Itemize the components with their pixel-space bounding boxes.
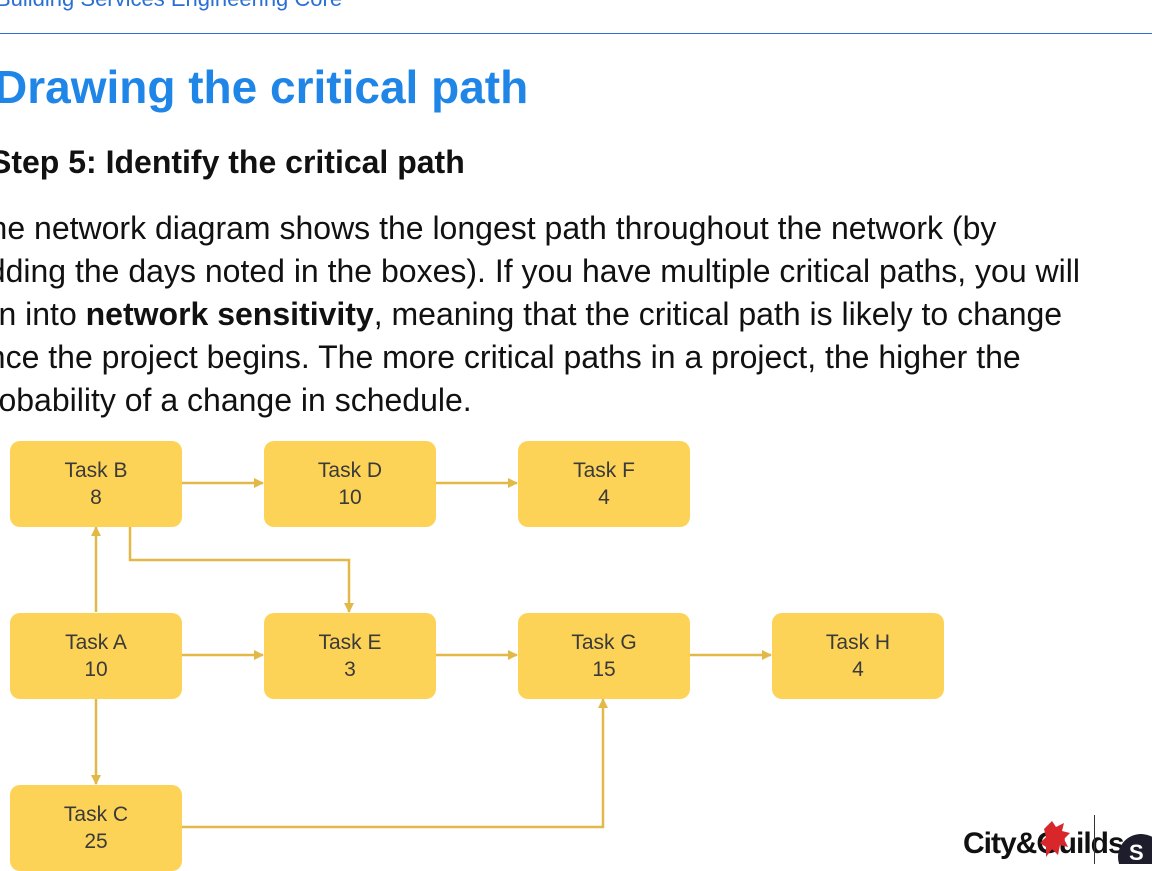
task-h-node: Task H 4 bbox=[772, 613, 944, 699]
task-h-name: Task H bbox=[825, 631, 891, 654]
task-c-name: Task C bbox=[63, 803, 129, 826]
task-a-name: Task A bbox=[65, 631, 127, 654]
task-g-days: 15 bbox=[592, 658, 616, 681]
task-f-name: Task F bbox=[573, 459, 635, 482]
task-e-node: Task E 3 bbox=[264, 613, 436, 699]
logo-divider bbox=[1094, 815, 1095, 864]
task-c-node: Task C 25 bbox=[10, 785, 182, 871]
task-e-name: Task E bbox=[318, 631, 382, 654]
body-line-5: probability of a change in schedule. bbox=[0, 382, 472, 418]
city-and-guilds-logo: City&Guilds S bbox=[955, 815, 1152, 864]
body-line-4: once the project begins. The more critic… bbox=[0, 339, 1021, 375]
task-h-days: 4 bbox=[852, 658, 864, 681]
step-heading: Step 5: Identify the critical path bbox=[0, 144, 465, 180]
header-divider bbox=[0, 33, 1152, 34]
body-paragraph: The network diagram shows the longest pa… bbox=[0, 207, 1152, 422]
task-d-name: Task D bbox=[317, 459, 383, 482]
task-g-name: Task G bbox=[571, 631, 637, 654]
task-f-node: Task F 4 bbox=[518, 441, 690, 527]
header-course-title: Building Services Engineering Core bbox=[0, 0, 342, 12]
slide-title: Drawing the critical path bbox=[0, 61, 529, 113]
task-a-node: Task A 10 bbox=[10, 613, 182, 699]
body-line-3-start: run into bbox=[0, 296, 77, 332]
task-c-days: 25 bbox=[84, 830, 108, 853]
dragon-icon bbox=[1040, 821, 1070, 857]
task-d-days: 10 bbox=[338, 486, 362, 509]
task-e-days: 3 bbox=[344, 658, 356, 681]
task-f-days: 4 bbox=[598, 486, 610, 509]
task-b-name: Task B bbox=[64, 459, 128, 482]
body-line-2: adding the days noted in the boxes). If … bbox=[0, 253, 1080, 289]
task-g-node: Task G 15 bbox=[518, 613, 690, 699]
body-line-3-end: , meaning that the critical path is like… bbox=[373, 296, 1063, 332]
arrow-b-to-e bbox=[128, 526, 354, 613]
task-a-days: 10 bbox=[84, 658, 108, 681]
body-line-1: The network diagram shows the longest pa… bbox=[0, 210, 997, 246]
task-b-days: 8 bbox=[90, 486, 102, 509]
arrow-c-to-g bbox=[181, 698, 608, 829]
task-d-node: Task D 10 bbox=[264, 441, 436, 527]
body-line-3: run into network sensitivity, meaning th… bbox=[0, 293, 1152, 336]
network-sensitivity-term: network sensitivity bbox=[85, 296, 374, 332]
task-b-node: Task B 8 bbox=[10, 441, 182, 527]
